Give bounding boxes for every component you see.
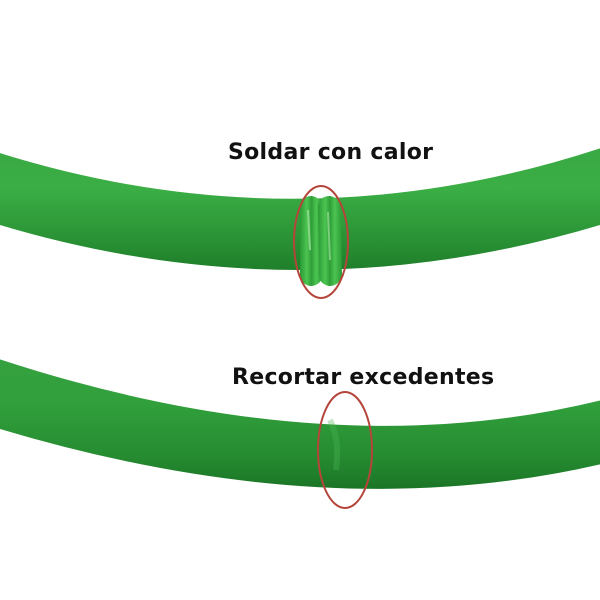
step-label-weld: Soldar con calor: [228, 140, 434, 165]
step-label-trim: Recortar excedentes: [232, 365, 495, 390]
belt-top: [0, 148, 600, 299]
belt-bottom: [0, 359, 600, 509]
tube-bottom-body: [0, 359, 600, 489]
weld-bead: [300, 196, 342, 286]
highlight-circle-trim: [317, 391, 373, 509]
highlight-circle-weld: [293, 185, 349, 299]
